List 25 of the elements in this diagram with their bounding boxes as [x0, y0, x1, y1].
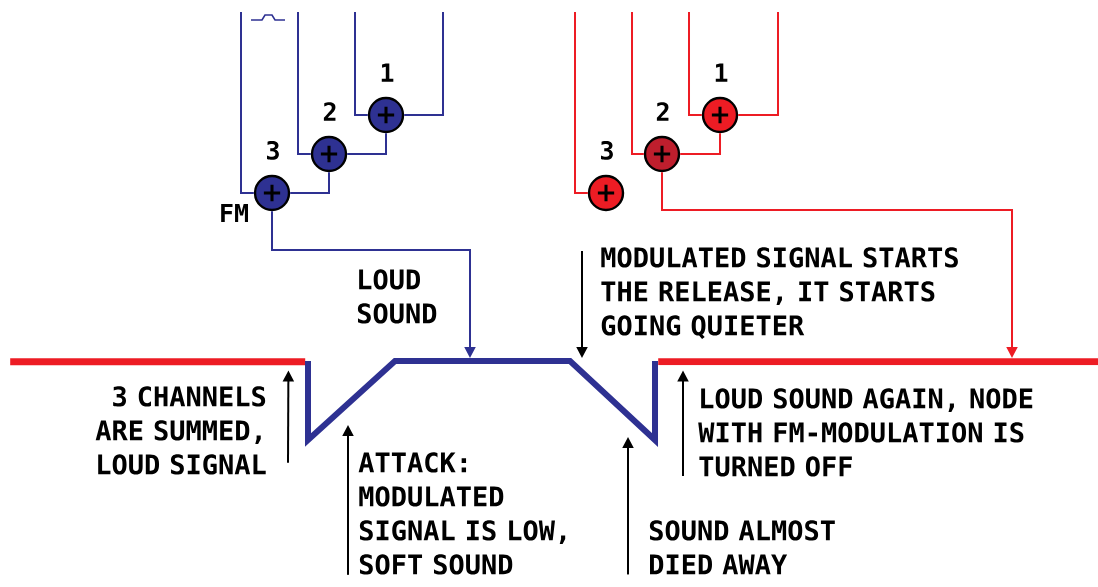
wire [737, 11, 779, 116]
channel-number: 1 [715, 63, 728, 82]
channel-number: 3 [267, 140, 279, 160]
annotation-text: 3 CHANNELS ARE SUMMED, LOUD SIGNAL [95, 386, 266, 475]
annotation-text: LOUD SOUND AGAIN, NODE WITH FM-MODULATION IS TURNED OFF [698, 388, 1033, 477]
wire [688, 11, 703, 116]
wire [289, 171, 330, 194]
annotation-text: ATTACK: MODULATED SIGNAL IS LOW, SOFT SOUND [358, 452, 566, 575]
annotation-text: MODULATED SIGNAL STARTS THE RELEASE, IT STARTS GOING QUIETER [601, 247, 958, 339]
wire [354, 11, 369, 116]
channel-number: 2 [656, 102, 669, 121]
signal-trace [305, 358, 658, 447]
channel-number: 3 [601, 140, 613, 160]
channel-number: FM [221, 203, 248, 223]
edge-label: LOUD SOUND [355, 268, 456, 325]
wire [403, 11, 444, 116]
wire [679, 132, 721, 155]
wire [631, 11, 645, 155]
channel-number: 1 [381, 63, 394, 82]
annotation-text: SOUND ALMOST DIED AWAY [649, 520, 835, 575]
channel-number: 2 [323, 102, 336, 121]
wire [297, 11, 312, 155]
wire [240, 11, 255, 194]
wire [346, 132, 387, 155]
wire [574, 11, 589, 194]
